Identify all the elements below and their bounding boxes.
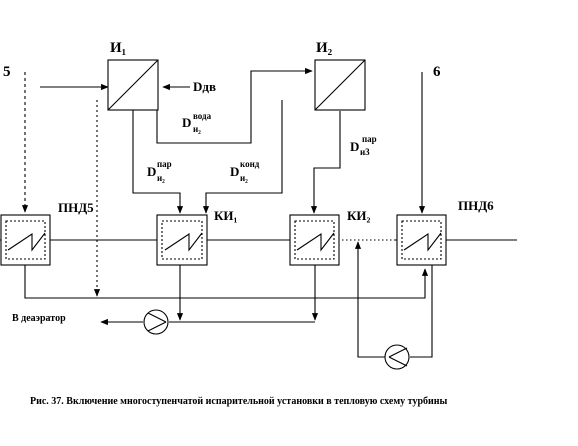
svg-text:и3: и3 xyxy=(360,147,370,157)
pnd6-recirc-line-a xyxy=(410,265,433,358)
svg-text:конд: конд xyxy=(240,159,260,169)
pnd6-recirc-line-b xyxy=(354,241,385,358)
svg-text:D: D xyxy=(182,115,191,130)
water-i1-to-i2-line xyxy=(156,67,313,144)
pnd5-to-pnd6-line xyxy=(24,265,429,299)
condenser-1-label: КИ₁ xyxy=(214,208,238,223)
svg-text:и₂: и₂ xyxy=(193,124,201,134)
evaporator-1-label: И₁ xyxy=(110,40,126,56)
evaporator-1-box xyxy=(107,59,159,111)
evaporator-2-box xyxy=(314,59,366,111)
condenser-2-label: КИ₂ xyxy=(347,208,371,223)
figure-caption: Рис. 37. Включение многоступенчатой испа… xyxy=(30,396,448,407)
heater-ki2-box xyxy=(289,214,340,266)
flow-water-label: D вода и₂ xyxy=(182,111,212,134)
heater-pnd5-box xyxy=(0,214,51,266)
pump-deaerator xyxy=(143,309,169,335)
heater-pnd6-label: ПНД6 xyxy=(458,198,494,213)
evaporator-2-label: И₂ xyxy=(316,40,333,56)
svg-text:и₂: и₂ xyxy=(157,173,165,183)
svg-text:пар: пар xyxy=(362,134,377,144)
makeup-water-label: Dдв xyxy=(193,79,216,94)
stream-6-label: 6 xyxy=(433,64,441,80)
steam-i1-to-ki1-line xyxy=(132,110,184,214)
svg-text:и₂: и₂ xyxy=(240,173,248,183)
pump-recirculation xyxy=(384,344,410,370)
svg-text:D: D xyxy=(147,164,156,179)
to-deaerator-label: В деаэратор xyxy=(12,313,66,324)
stream-5-label: 5 xyxy=(3,64,11,80)
flow-steam-3-label: D пар и3 xyxy=(350,134,377,157)
heater-pnd6-box xyxy=(396,214,447,266)
condensate-i2-to-ki1-line xyxy=(202,100,283,214)
heater-pnd5-label: ПНД5 xyxy=(58,200,94,215)
flow-steam-label: D пар и₂ xyxy=(147,159,172,183)
heater-ki1-box xyxy=(156,214,208,266)
svg-text:D: D xyxy=(350,139,359,154)
svg-text:D: D xyxy=(230,164,239,179)
svg-text:пар: пар xyxy=(157,159,172,169)
steam-i2-to-ki2-line xyxy=(310,111,341,214)
svg-text:вода: вода xyxy=(193,111,212,121)
flow-condensate-label: D конд и₂ xyxy=(230,159,260,183)
